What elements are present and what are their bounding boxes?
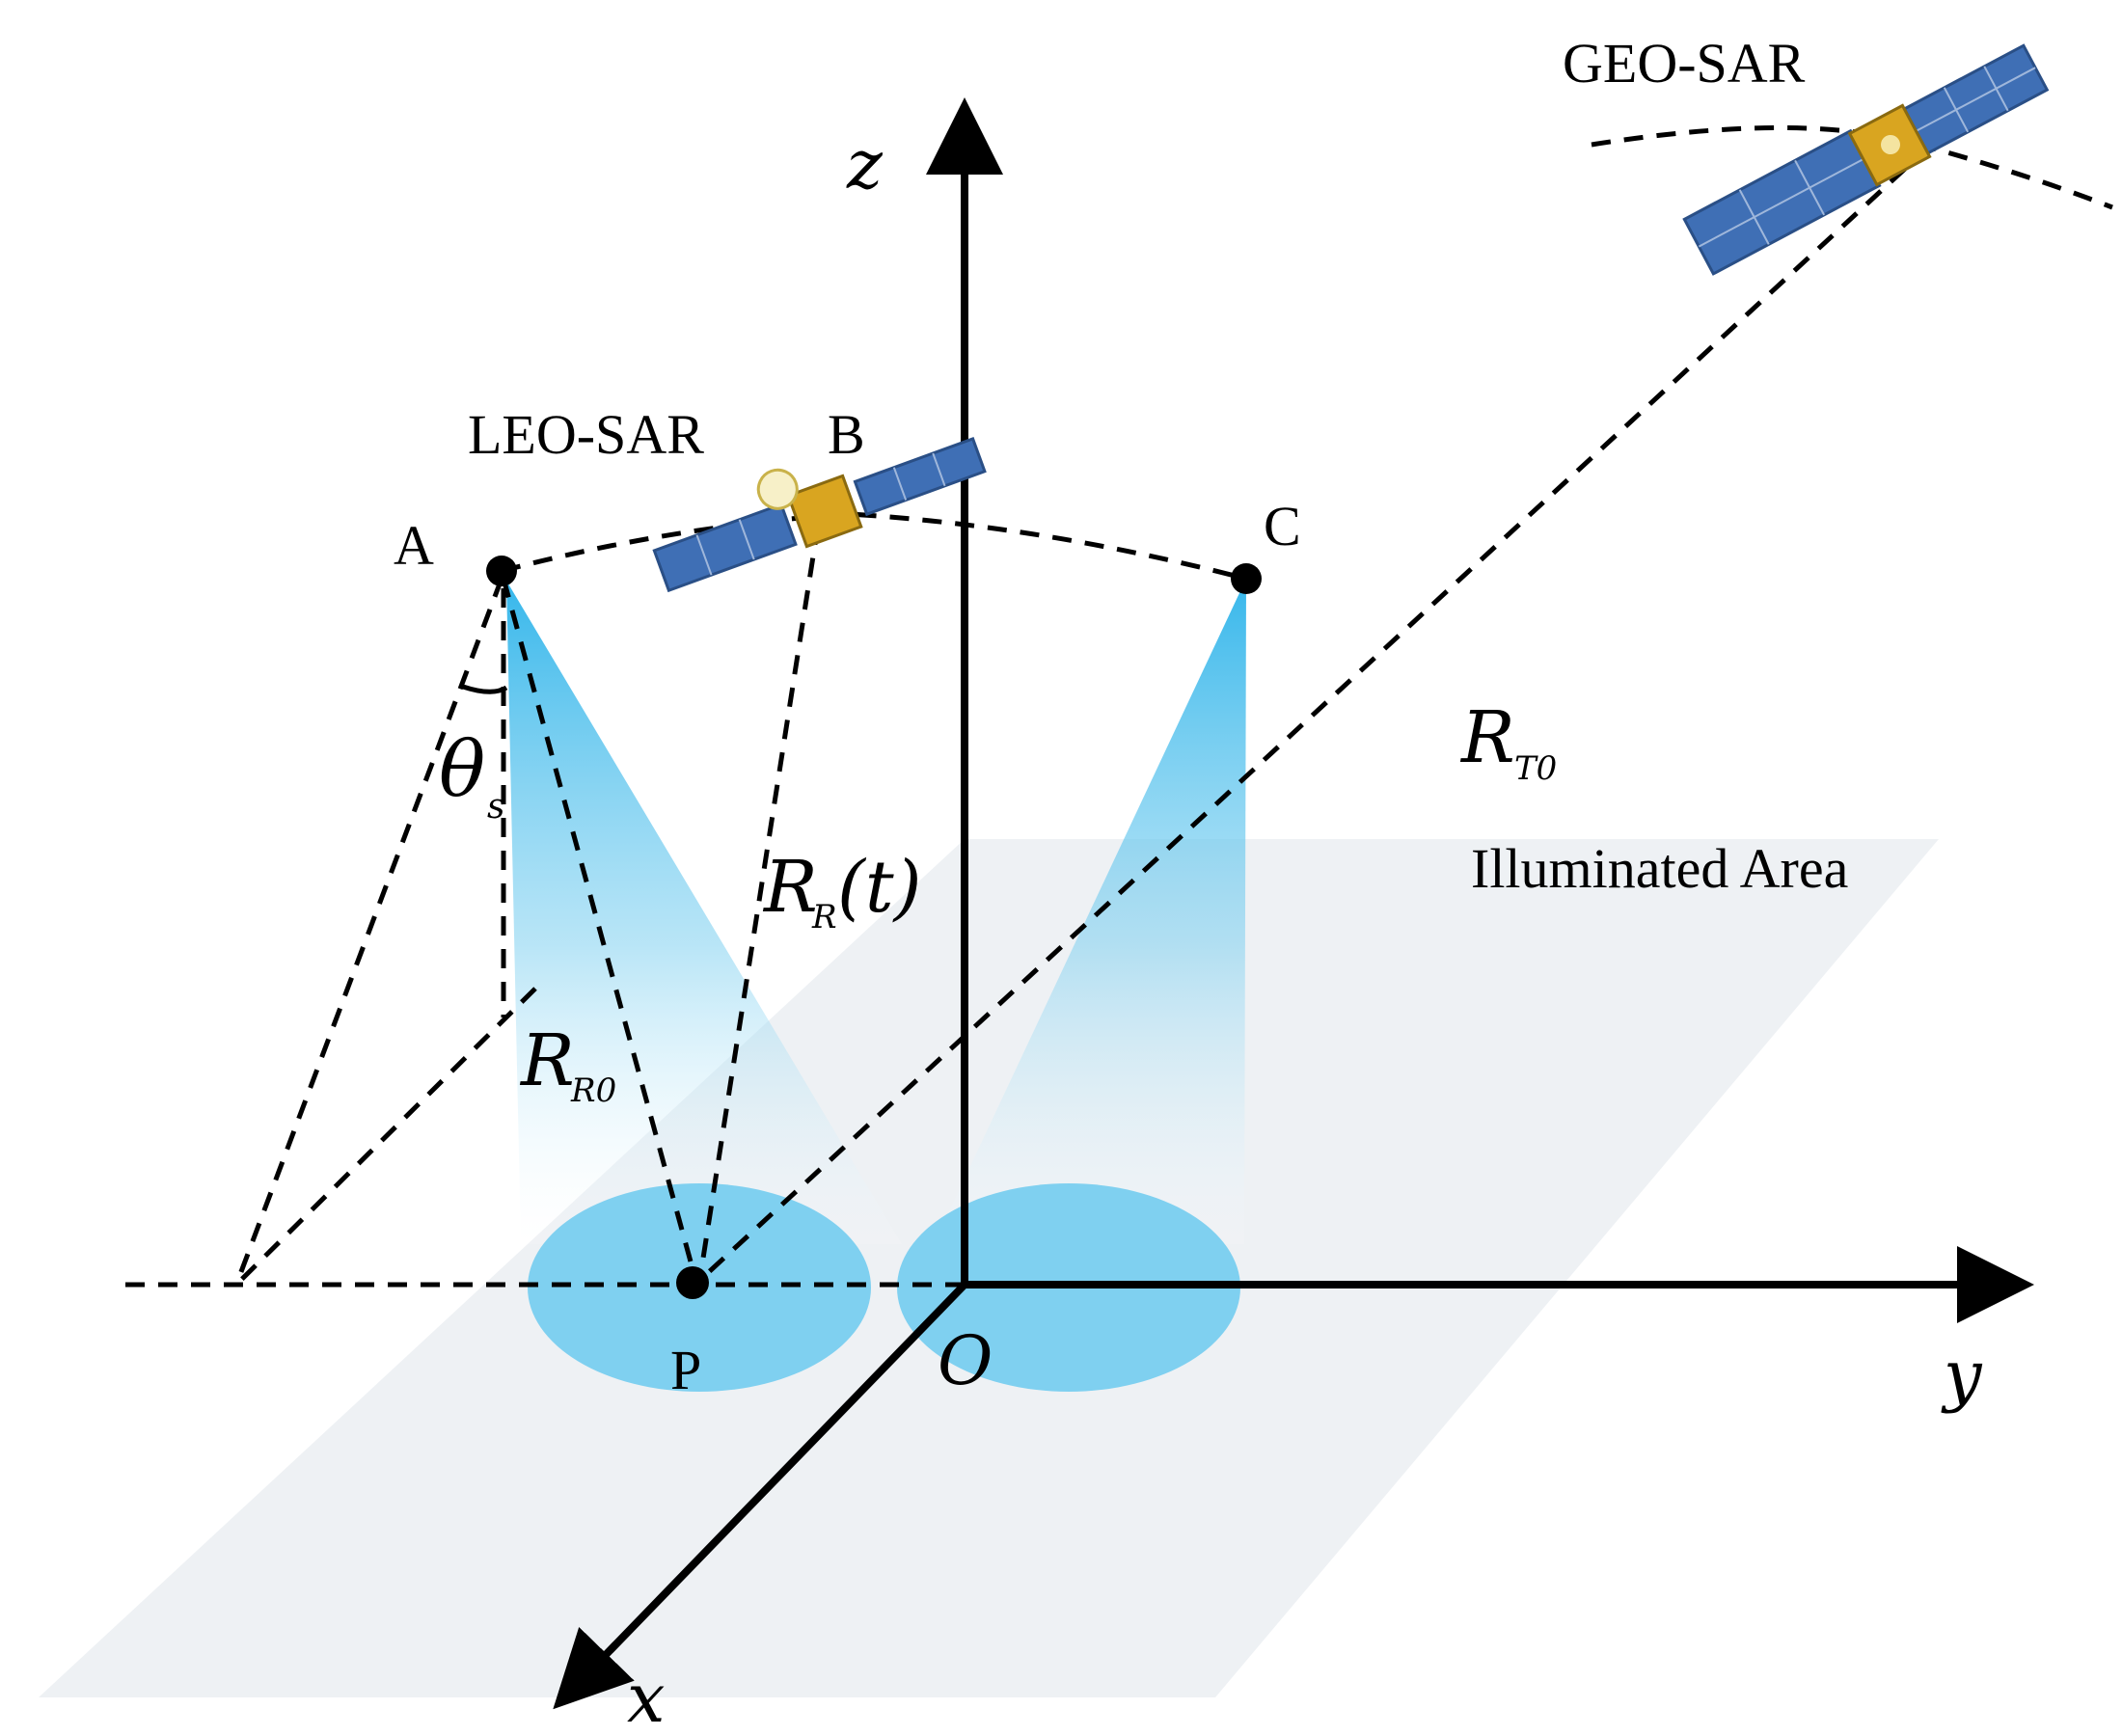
leo-satellite-icon — [652, 437, 987, 593]
r-r-t-label: R — [762, 846, 818, 929]
point-b-label: B — [828, 403, 865, 466]
point-c-label: C — [1264, 495, 1301, 557]
leo-sar-label: LEO-SAR — [468, 403, 704, 466]
a-to-p — [501, 578, 699, 1284]
r-r-t-subscript: R — [811, 898, 837, 936]
r-t0-label: R — [1459, 696, 1515, 779]
theta-arc — [462, 684, 508, 694]
point-a-dot — [486, 556, 517, 586]
geo-line-of-sight — [697, 167, 1907, 1283]
r-r0-label: R — [519, 1019, 575, 1102]
theta-subscript: s — [487, 787, 504, 827]
axis-z-label: z — [846, 125, 884, 204]
axis-y-label: y — [1941, 1336, 1983, 1415]
r-r-t-argument: (t) — [837, 846, 921, 929]
point-c-dot — [1231, 563, 1262, 594]
leo-beam-c — [934, 579, 1246, 1244]
point-a-label: A — [394, 514, 434, 577]
x-axis — [553, 1282, 967, 1710]
geo-satellite-icon — [1682, 43, 2050, 276]
point-p-label: P — [670, 1339, 701, 1401]
point-p-dot — [676, 1266, 709, 1299]
leo-beam-a — [506, 581, 902, 1244]
r-r0-subscript: R0 — [570, 1071, 616, 1110]
theta-label: θ — [439, 724, 485, 814]
r-t0-subscript: T0 — [1514, 749, 1557, 788]
axis-x-label: x — [627, 1659, 665, 1736]
origin-label: O — [938, 1321, 993, 1400]
vertical-foot-diagonal — [234, 987, 537, 1287]
b-to-p — [696, 525, 821, 1284]
illuminated-area-label: Illuminated Area — [1471, 837, 1848, 900]
geo-orbit — [1591, 125, 2113, 210]
geo-sar-label: GEO-SAR — [1563, 32, 1806, 95]
leo-orbit — [501, 511, 1247, 582]
a-to-ground-left — [233, 578, 504, 1286]
